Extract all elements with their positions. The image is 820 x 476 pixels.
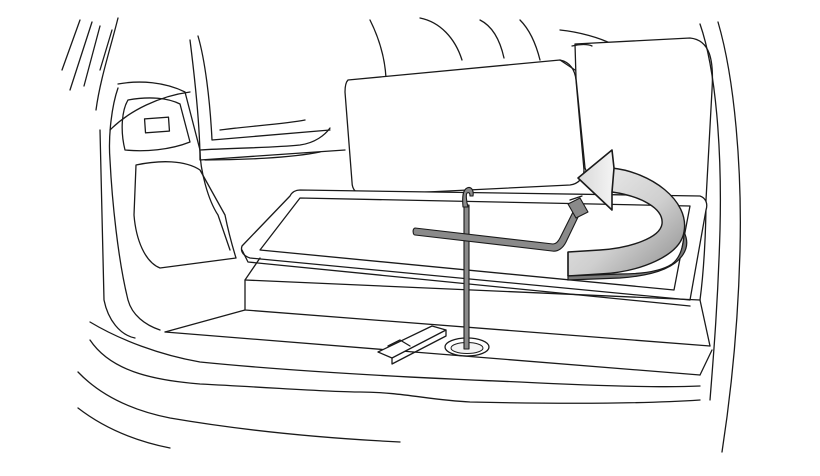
- left-trim-panel: [100, 82, 236, 338]
- seat-back-panel: [345, 38, 712, 206]
- left-pillar: [62, 18, 118, 110]
- jack-rail: [378, 326, 446, 364]
